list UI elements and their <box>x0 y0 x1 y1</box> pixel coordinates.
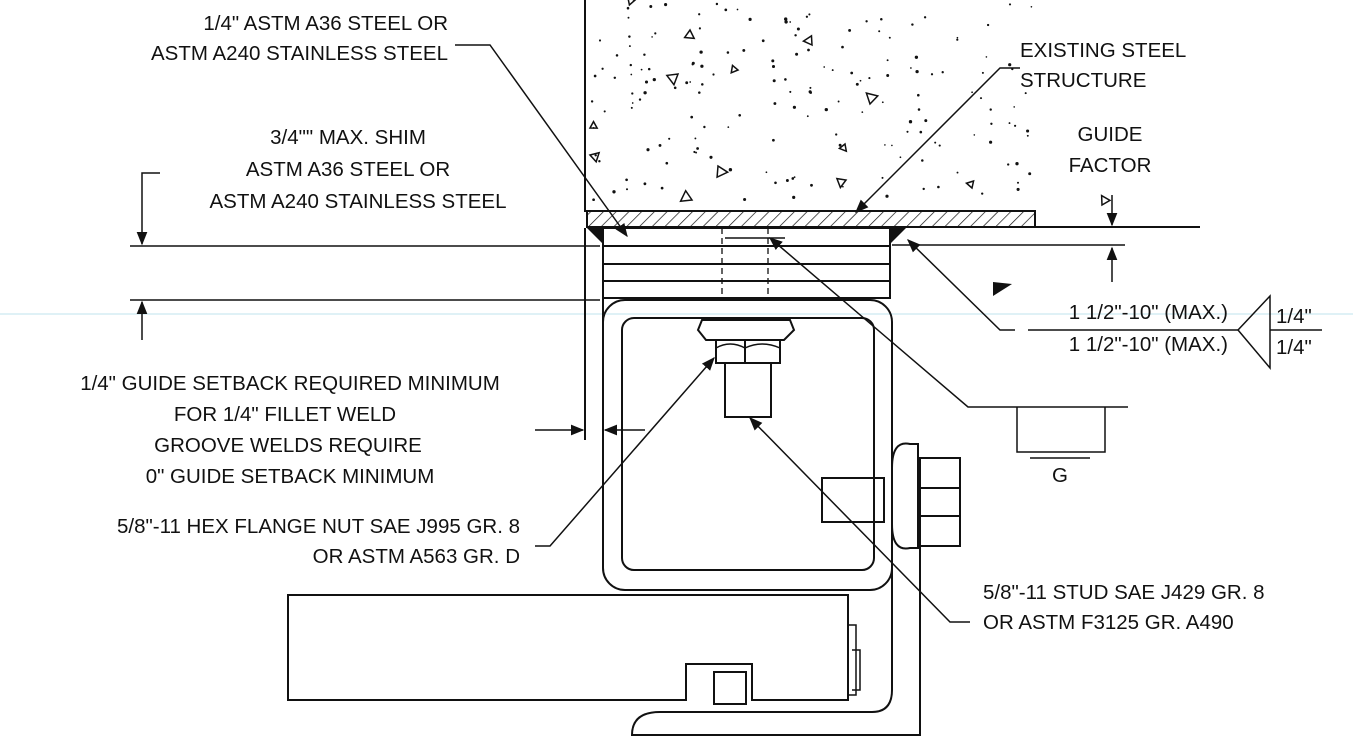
stud-label-line2: OR ASTM F3125 GR. A490 <box>983 611 1234 634</box>
weld-size-bottom: 1/4" <box>1276 336 1312 359</box>
structure-label-line1: EXISTING STEEL <box>1020 39 1186 62</box>
concrete-fill <box>584 0 1112 212</box>
weld-size-top: 1/4" <box>1276 305 1312 328</box>
nut-label-line1: 5/8"-11 HEX FLANGE NUT SAE J995 GR. 8 <box>117 515 520 538</box>
side-bolt <box>821 442 961 550</box>
fillet-weld-left <box>587 228 603 244</box>
weld-symbol <box>993 282 1322 459</box>
fillet-weld-right <box>890 228 906 244</box>
setback-label-line1: 1/4" GUIDE SETBACK REQUIRED MINIMUM <box>80 372 500 395</box>
steel-plate <box>586 210 1036 228</box>
shim-stack <box>602 227 891 299</box>
stud <box>724 362 772 418</box>
guide-factor-dimension <box>892 195 1125 282</box>
tube-section <box>602 299 893 591</box>
nut-label-line2: OR ASTM A563 GR. D <box>313 545 520 568</box>
plate-label-line1: 1/4" ASTM A36 STEEL OR <box>203 12 448 35</box>
weld-length-bottom: 1 1/2"-10" (MAX.) <box>1069 333 1228 356</box>
shim-label-line2: ASTM A36 STEEL OR <box>246 158 450 181</box>
structure-label-line2: STRUCTURE <box>1020 69 1146 92</box>
setback-label-line2: FOR 1/4" FILLET WELD <box>174 403 396 426</box>
leaders <box>455 44 1128 623</box>
shim-label-line3: ASTM A240 STAINLESS STEEL <box>210 190 507 213</box>
stud-label-line1: 5/8"-11 STUD SAE J429 GR. 8 <box>983 581 1265 604</box>
weld-symbol-letter: G <box>1052 464 1068 487</box>
setback-label-line4: 0" GUIDE SETBACK MINIMUM <box>146 465 435 488</box>
shim-label-line1: 3/4"" MAX. SHIM <box>270 126 426 149</box>
lower-bracket <box>287 458 921 736</box>
setback-label-line3: GROOVE WELDS REQUIRE <box>154 434 422 457</box>
plate-label-line2: ASTM A240 STAINLESS STEEL <box>151 42 448 65</box>
guide-factor-label-line1: GUIDE <box>1078 123 1143 146</box>
shim-dimension <box>130 172 600 340</box>
weld-length-top: 1 1/2"-10" (MAX.) <box>1069 301 1228 324</box>
hex-flange-nut <box>696 319 796 364</box>
guide-factor-label-line2: FACTOR <box>1069 154 1152 177</box>
